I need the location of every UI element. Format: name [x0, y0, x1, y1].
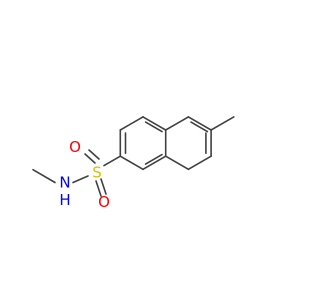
bond	[95, 180, 102, 197]
bond	[187, 116, 212, 131]
bond	[142, 116, 167, 131]
bond	[187, 155, 212, 171]
nitrogen-atom-label: N	[59, 174, 70, 192]
molecule-diagram: S O O N H	[32, 116, 235, 211]
bond-lines	[32, 116, 235, 197]
bond	[144, 121, 163, 133]
atom-labels: S O O N H	[59, 138, 110, 211]
bond	[119, 155, 144, 171]
bond	[32, 168, 56, 184]
bond	[190, 121, 209, 133]
bond	[84, 153, 96, 164]
bond	[164, 155, 190, 171]
bond	[210, 116, 235, 131]
bond	[144, 153, 163, 165]
bond	[164, 116, 190, 131]
bond	[72, 175, 89, 184]
oxygen-top-atom-label: O	[69, 138, 81, 156]
bond	[103, 155, 122, 167]
hydrogen-atom-label: H	[59, 191, 70, 209]
bond	[142, 155, 167, 171]
bond	[88, 149, 100, 160]
sulfur-atom-label: S	[92, 164, 102, 182]
bond	[119, 116, 144, 131]
oxygen-bottom-atom-label: O	[98, 193, 110, 211]
bond	[100, 178, 107, 195]
